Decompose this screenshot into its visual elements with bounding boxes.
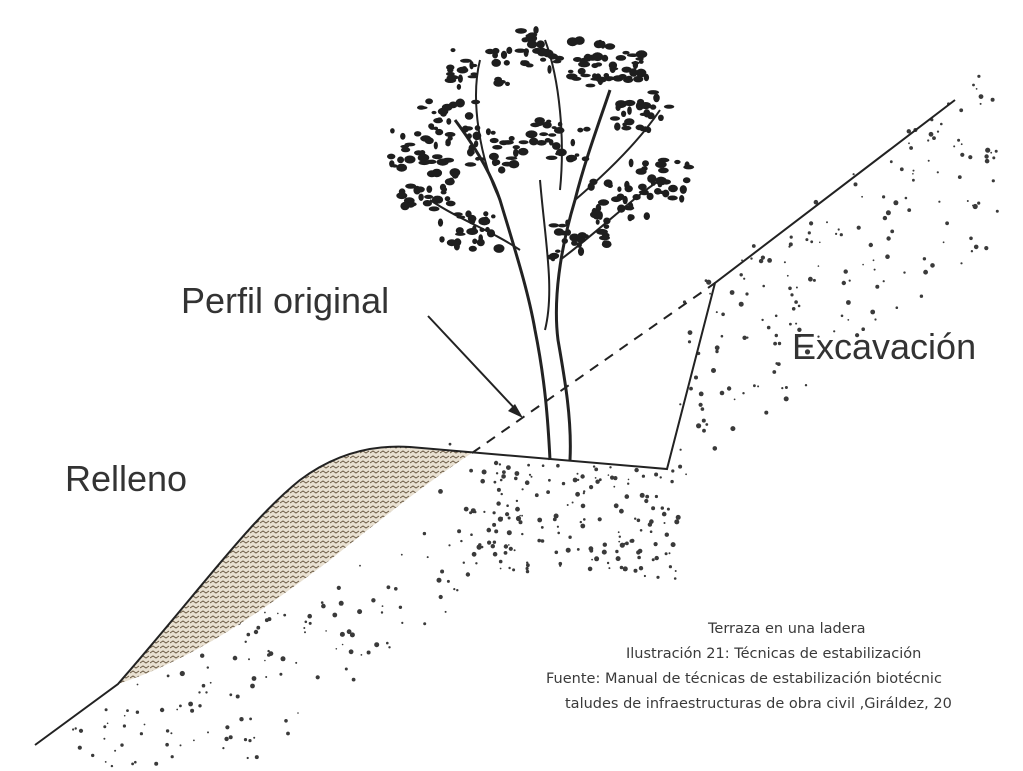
caption-source-line1: Fuente: Manual de técnicas de estabiliza… xyxy=(546,671,942,687)
label-perfil-original: Perfil original xyxy=(181,280,390,321)
original-profile-dashed-line xyxy=(471,282,716,454)
label-excavacion: Excavación xyxy=(792,326,977,367)
label-relleno: Relleno xyxy=(65,458,188,499)
caption-title: Terraza en una ladera xyxy=(708,621,866,637)
perfil-arrow xyxy=(427,315,523,418)
caption-figure-number: Ilustración 21: Técnicas de estabilizaci… xyxy=(626,646,922,662)
tree-illustration xyxy=(387,26,695,461)
ground-profile-line xyxy=(34,99,956,746)
caption-source-line2: taludes de infraestructuras de obra civi… xyxy=(565,696,952,712)
fill-mound xyxy=(118,446,472,684)
soil-speckles xyxy=(72,74,999,768)
